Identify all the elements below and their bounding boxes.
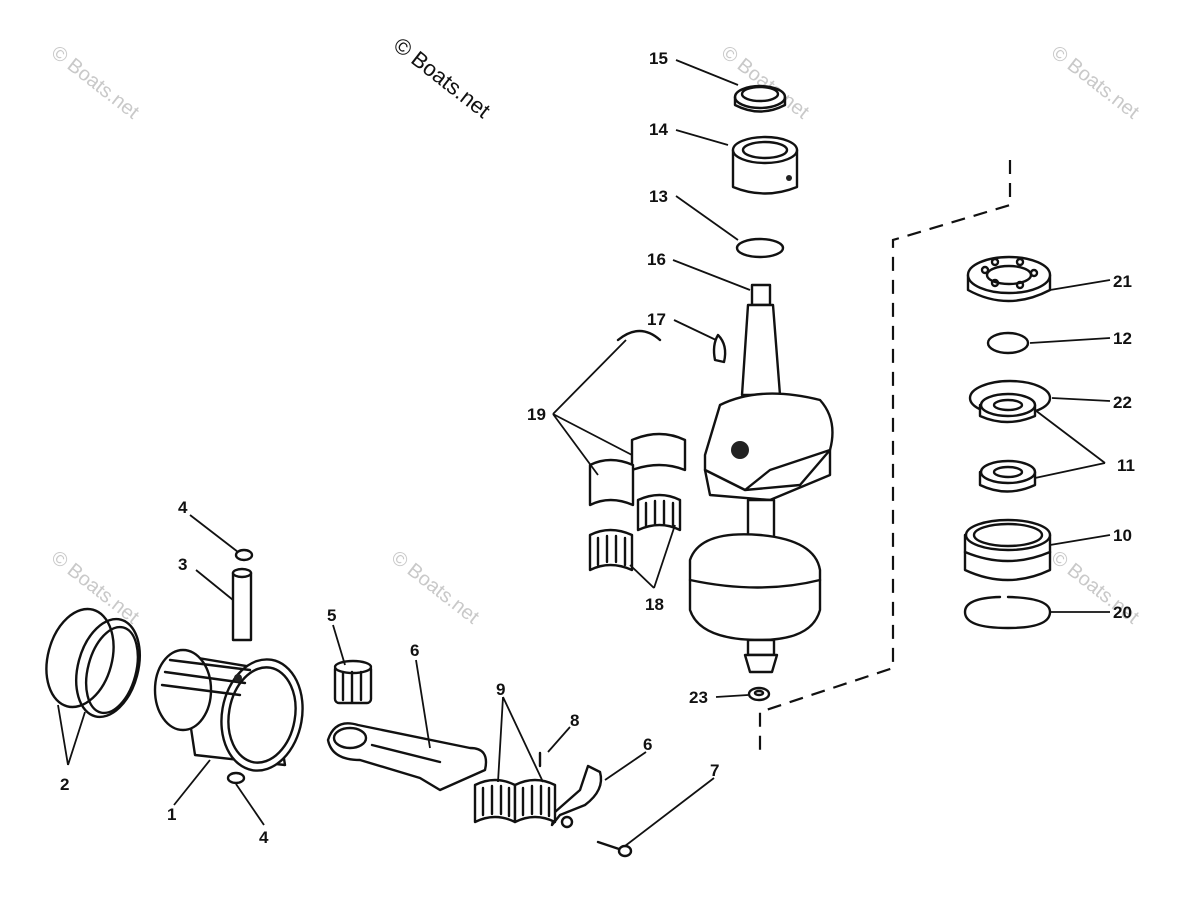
lower-bearing-housing xyxy=(963,518,1052,582)
crank-needle-bearings xyxy=(588,493,682,572)
callout-22: 22 xyxy=(1113,393,1132,412)
callout-numbers: 15 14 13 16 17 19 18 21 12 22 11 10 20 2… xyxy=(60,49,1135,847)
wrist-pin xyxy=(231,567,253,642)
pin-retainer-top xyxy=(234,548,254,562)
callout-18: 18 xyxy=(645,595,664,614)
callout-16: 16 xyxy=(647,250,666,269)
callout-23: 23 xyxy=(689,688,708,707)
watermark-faint: © Boats.net xyxy=(47,547,143,629)
crank-seal xyxy=(733,84,787,113)
callout-10: 10 xyxy=(1113,526,1132,545)
callout-6-rod: 6 xyxy=(410,641,419,660)
callout-19: 19 xyxy=(527,405,546,424)
callout-21: 21 xyxy=(1113,272,1132,291)
callout-8: 8 xyxy=(570,711,579,730)
callout-4-bottom: 4 xyxy=(259,828,269,847)
callout-12: 12 xyxy=(1113,329,1132,348)
center-main-bearing xyxy=(588,329,687,507)
watermark-faint: © Boats.net xyxy=(47,42,143,124)
callout-9: 9 xyxy=(496,680,505,699)
watermark-main: © Boats.net xyxy=(389,32,495,123)
snap-ring-large xyxy=(963,595,1052,630)
callout-4-top: 4 xyxy=(178,498,188,517)
retaining-ring xyxy=(735,237,785,259)
lower-seals xyxy=(978,392,1037,493)
thrust-washer xyxy=(747,686,771,702)
callout-3: 3 xyxy=(178,555,187,574)
callout-13: 13 xyxy=(649,187,668,206)
callout-14: 14 xyxy=(649,120,668,139)
connecting-rod xyxy=(326,722,488,792)
piston xyxy=(153,648,304,772)
callout-1: 1 xyxy=(167,805,176,824)
leader-lines xyxy=(57,59,1111,847)
watermark-faint: © Boats.net xyxy=(1047,42,1143,124)
callout-17: 17 xyxy=(647,310,666,329)
small-end-needle-bearing xyxy=(333,659,373,705)
callout-5: 5 xyxy=(327,606,336,625)
assembly-dashed-line xyxy=(758,160,1012,755)
pin-retainer-bottom xyxy=(226,771,246,785)
callout-15: 15 xyxy=(649,49,668,68)
callout-6-cap: 6 xyxy=(643,735,652,754)
callout-20: 20 xyxy=(1113,603,1132,622)
snap-ring-small xyxy=(986,331,1030,355)
big-end-bearing-halves xyxy=(473,778,557,824)
callout-7: 7 xyxy=(710,761,719,780)
ball-bearing xyxy=(966,255,1052,303)
crankshaft xyxy=(688,283,834,674)
callout-2: 2 xyxy=(60,775,69,794)
woodruff-key xyxy=(712,333,727,364)
watermark-faint: © Boats.net xyxy=(387,547,483,629)
callout-11: 11 xyxy=(1117,456,1135,475)
upper-bearing-housing xyxy=(731,135,799,195)
piston-rings xyxy=(45,607,141,719)
rod-cap xyxy=(550,764,603,829)
